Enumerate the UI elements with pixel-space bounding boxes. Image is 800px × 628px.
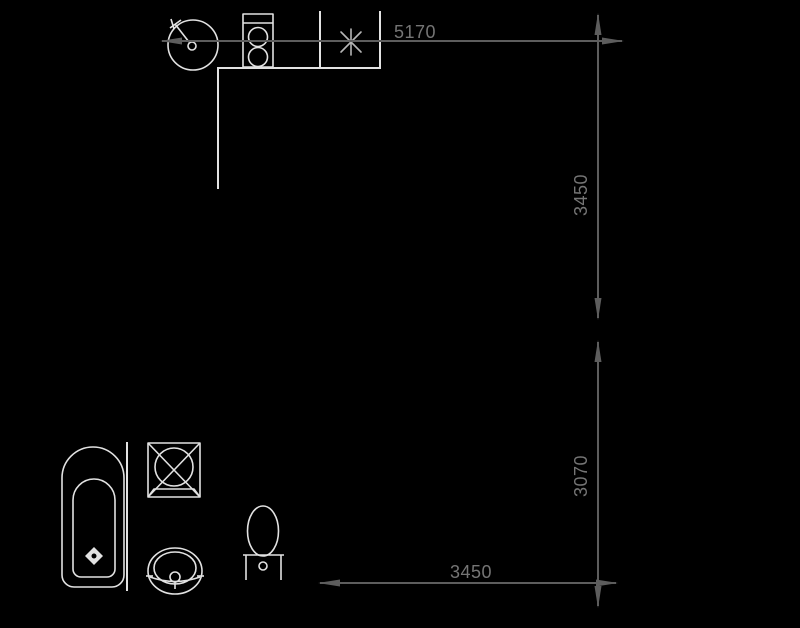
water-heater-symbol	[167, 18, 219, 71]
arrow-down-icon	[594, 298, 602, 320]
arrow-down-icon	[594, 586, 602, 608]
shower-tray-outline	[147, 442, 201, 498]
dimension-right-upper: 3450	[571, 13, 602, 320]
wall-lines	[126, 11, 381, 591]
bathtub-symbol	[61, 446, 125, 588]
toilet-flush-button-icon	[258, 561, 268, 571]
valve-handle-icon	[169, 19, 182, 29]
arrow-right-icon	[596, 579, 618, 587]
valve-handle-tick	[170, 18, 175, 30]
dimension-top: 5170	[160, 22, 624, 45]
arrow-right-icon	[602, 37, 624, 45]
arrow-up-icon	[594, 13, 602, 35]
shower-symbol	[147, 442, 201, 498]
toilet-bowl	[246, 505, 280, 557]
washing-machine-drum-top	[247, 26, 269, 48]
washbasin-outer-rim	[147, 547, 203, 595]
dimension-bottom-label: 3450	[450, 562, 492, 582]
dimension-right-lower: 3070	[571, 340, 602, 608]
dimension-bottom: 3450	[318, 562, 618, 587]
bathtub-inner-basin	[72, 478, 116, 578]
bathtub-outer-rim	[61, 446, 125, 588]
toilet-symbol	[243, 505, 284, 580]
water-heater-body	[167, 19, 219, 71]
shower-diagonal-2	[148, 442, 201, 497]
valve-stem	[174, 23, 190, 43]
dimension-top-label: 5170	[394, 22, 436, 42]
dimension-right-upper-label: 3450	[571, 174, 591, 216]
arrow-left-icon	[160, 37, 182, 45]
water-heater-center-dot	[187, 41, 197, 51]
arrow-left-icon	[318, 579, 340, 587]
shower-drain-circle	[154, 447, 194, 487]
washbasin-tap-icon	[169, 571, 181, 583]
bathtub-drain-dot	[91, 553, 97, 559]
washing-machine-drum-bottom	[247, 46, 269, 68]
shower-threshold	[147, 488, 201, 498]
washbasin-symbol	[146, 547, 204, 595]
arrow-up-icon	[594, 340, 602, 362]
dimension-right-lower-label: 3070	[571, 455, 591, 497]
